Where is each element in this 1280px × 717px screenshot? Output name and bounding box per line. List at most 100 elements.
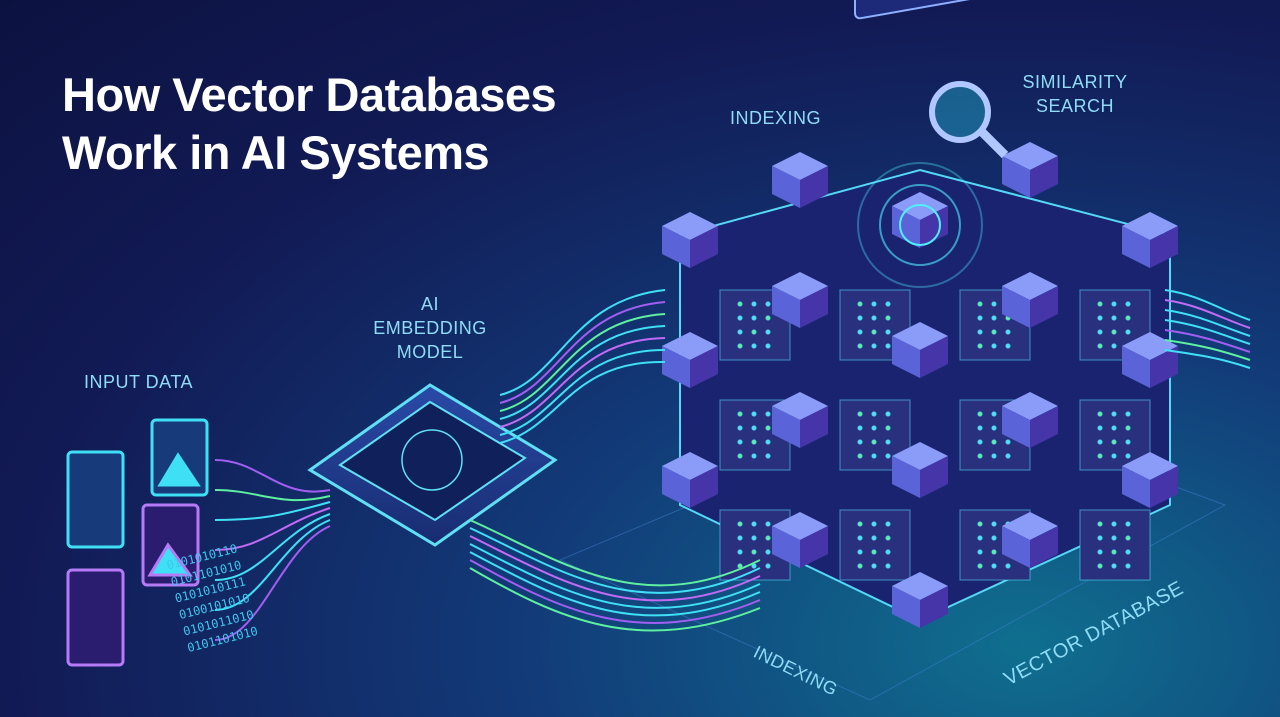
neural-chip-icon	[307, 383, 558, 547]
led-dot	[1125, 563, 1131, 569]
led-dot	[1097, 343, 1103, 349]
led-dot	[977, 315, 983, 321]
input-data-label: INPUT DATA	[84, 372, 194, 392]
led-dot	[857, 563, 863, 569]
server-cube-icon	[1002, 142, 1058, 198]
led-dot	[977, 439, 983, 445]
led-dot	[1111, 535, 1117, 541]
led-dot	[885, 439, 891, 445]
magnifier-icon	[929, 81, 991, 143]
led-dot	[885, 521, 891, 527]
led-dot	[977, 549, 983, 555]
led-dot	[857, 439, 863, 445]
led-dot	[977, 453, 983, 459]
led-dot	[1097, 411, 1103, 417]
led-dot	[991, 439, 997, 445]
server-rack	[1079, 509, 1151, 581]
led-dot	[871, 315, 877, 321]
output-flow-line	[1164, 309, 1251, 337]
led-dot	[751, 453, 757, 459]
data-flow-line	[469, 527, 761, 594]
data-flow-line	[469, 543, 761, 609]
led-dot	[737, 329, 743, 335]
led-dot	[737, 411, 743, 417]
led-dot	[1111, 411, 1117, 417]
led-dot	[1005, 439, 1011, 445]
data-flow-line	[469, 535, 761, 602]
server-cube-icon	[1002, 512, 1058, 568]
code-window-icon	[854, 0, 1009, 159]
image-icon	[141, 503, 200, 587]
led-dot	[751, 425, 757, 431]
led-dot	[751, 329, 757, 335]
server-cube-icon	[662, 332, 718, 388]
data-flow-line	[499, 360, 666, 444]
server-rack	[839, 509, 911, 581]
server-cube-icon	[772, 152, 828, 208]
led-dot	[885, 343, 891, 349]
led-dot	[751, 521, 757, 527]
server-cube-icon	[1122, 452, 1178, 508]
input-flow-line	[214, 513, 331, 581]
led-dot	[737, 301, 743, 307]
led-dot	[765, 535, 771, 541]
led-dot	[885, 453, 891, 459]
led-dot	[871, 549, 877, 555]
input-flow-line	[214, 489, 331, 502]
led-dot	[1111, 521, 1117, 527]
led-dot	[871, 521, 877, 527]
led-dot	[1005, 563, 1011, 569]
led-dot	[1125, 301, 1131, 307]
led-dot	[977, 521, 983, 527]
led-dot	[857, 453, 863, 459]
led-dot	[737, 315, 743, 321]
led-dot	[871, 453, 877, 459]
led-dot	[871, 411, 877, 417]
led-dot	[737, 521, 743, 527]
server-cube-icon	[892, 322, 948, 378]
led-dot	[1125, 521, 1131, 527]
input-flow-line	[214, 525, 331, 641]
led-dot	[1111, 439, 1117, 445]
led-dot	[871, 329, 877, 335]
led-dot	[991, 549, 997, 555]
led-dot	[991, 453, 997, 459]
data-flow-line	[499, 349, 666, 436]
led-dot	[765, 453, 771, 459]
led-dot	[765, 521, 771, 527]
led-dot	[885, 549, 891, 555]
led-dot	[1097, 425, 1103, 431]
server-cube-icon	[772, 512, 828, 568]
led-dot	[871, 343, 877, 349]
similarity-search-label: SIMILARITY SEARCH	[1022, 72, 1128, 116]
led-dot	[991, 535, 997, 541]
input-flow-line	[214, 507, 331, 551]
led-dot	[1111, 549, 1117, 555]
led-dot	[1111, 563, 1117, 569]
led-dot	[977, 425, 983, 431]
page-title: How Vector Databases Work in AI Systems	[62, 68, 557, 179]
server-cube-icon	[1122, 332, 1178, 388]
server-cube-icon	[1002, 392, 1058, 448]
led-dot	[871, 425, 877, 431]
led-dot	[765, 563, 771, 569]
led-dot	[751, 315, 757, 321]
led-dot	[1111, 425, 1117, 431]
data-flow-line	[499, 289, 666, 396]
led-dot	[765, 329, 771, 335]
data-flow-line	[469, 559, 761, 624]
led-dot	[737, 549, 743, 555]
led-dot	[751, 343, 757, 349]
server-cube-icon	[1122, 212, 1178, 268]
led-dot	[765, 425, 771, 431]
server-cube-icon	[892, 572, 948, 628]
led-dot	[857, 425, 863, 431]
data-flow-line	[499, 337, 666, 428]
led-dot	[977, 301, 983, 307]
led-dot	[977, 563, 983, 569]
led-dot	[1005, 453, 1011, 459]
data-flow-line	[499, 313, 666, 412]
data-flow-line	[469, 551, 761, 617]
document-icon	[66, 568, 125, 667]
led-dot	[991, 521, 997, 527]
